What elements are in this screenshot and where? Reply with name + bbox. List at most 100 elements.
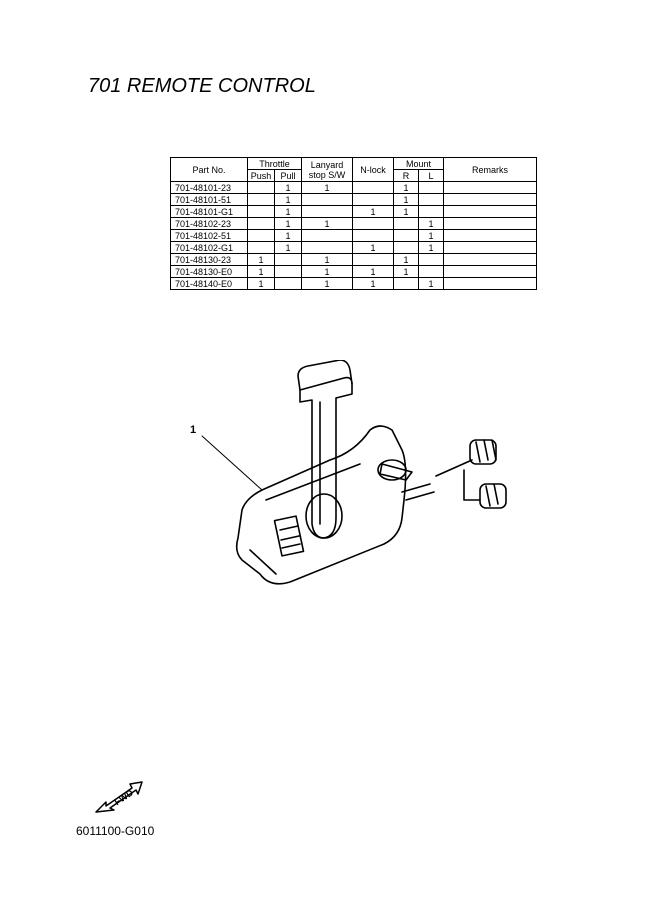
fwd-arrow-icon: FWD <box>95 781 143 813</box>
cell-push <box>247 181 275 194</box>
cell-pull <box>274 253 302 266</box>
cell-remarks <box>443 217 537 230</box>
cell-lanyard <box>301 241 353 254</box>
cell-r: 1 <box>393 181 419 194</box>
cell-remarks <box>443 193 537 206</box>
header-remarks: Remarks <box>443 157 537 182</box>
cell-r: 1 <box>393 253 419 266</box>
cell-lanyard: 1 <box>301 265 353 278</box>
cell-pull: 1 <box>274 205 302 218</box>
cell-lanyard: 1 <box>301 181 353 194</box>
cell-pull: 1 <box>274 241 302 254</box>
header-mount-r: R <box>393 169 419 182</box>
cell-pull: 1 <box>274 217 302 230</box>
header-mount: Mount <box>393 157 444 170</box>
cell-r <box>393 277 419 290</box>
cell-lanyard <box>301 193 353 206</box>
cell-push: 1 <box>247 265 275 278</box>
cell-lanyard <box>301 229 353 242</box>
cell-nlock <box>352 181 394 194</box>
header-part-no: Part No. <box>170 157 248 182</box>
cell-remarks <box>443 181 537 194</box>
cell-r <box>393 217 419 230</box>
cell-nlock <box>352 229 394 242</box>
cell-part: 701-48140-E0 <box>170 277 248 290</box>
figure-code: 6011100-G010 <box>76 824 155 838</box>
header-lanyard-line2: stop S/W <box>308 169 346 180</box>
cell-r: 1 <box>393 205 419 218</box>
cell-push <box>247 193 275 206</box>
cell-remarks <box>443 241 537 254</box>
cell-part: 701-48101-23 <box>170 181 248 194</box>
callout-number: 1 <box>190 424 197 436</box>
header-throttle: Throttle <box>247 157 302 170</box>
cell-lanyard: 1 <box>301 277 353 290</box>
cell-remarks <box>443 277 537 290</box>
cell-remarks <box>443 265 537 278</box>
page-title: 701 REMOTE CONTROL <box>88 75 316 97</box>
cell-pull: 1 <box>274 181 302 194</box>
cell-part: 701-48102-51 <box>170 229 248 242</box>
cell-push <box>247 205 275 218</box>
header-push: Push <box>247 169 275 182</box>
cell-push: 1 <box>247 253 275 266</box>
cell-nlock: 1 <box>352 265 394 278</box>
cell-pull <box>274 265 302 278</box>
cell-l <box>418 265 444 278</box>
table-row: 701-48102-G1 1 1 1 <box>170 241 537 254</box>
header-lanyard-line1: Lanyard <box>310 159 344 170</box>
cell-push <box>247 217 275 230</box>
cell-push: 1 <box>247 277 275 290</box>
table-subheader-row: Push Pull R L <box>171 169 537 182</box>
cell-nlock: 1 <box>352 277 394 290</box>
cell-nlock: 1 <box>352 205 394 218</box>
cell-lanyard <box>301 205 353 218</box>
header-mount-l: L <box>418 169 444 182</box>
parts-table: Part No. Throttle Lanyard stop S/W N-loc… <box>170 157 537 290</box>
cell-part: 701-48101-G1 <box>170 205 248 218</box>
cell-push <box>247 241 275 254</box>
cell-r <box>393 229 419 242</box>
cell-remarks <box>443 253 537 266</box>
cell-nlock <box>352 217 394 230</box>
cell-nlock <box>352 193 394 206</box>
cell-nlock <box>352 253 394 266</box>
cell-pull: 1 <box>274 193 302 206</box>
cell-l <box>418 193 444 206</box>
cell-lanyard: 1 <box>301 253 353 266</box>
cell-remarks <box>443 205 537 218</box>
cell-l <box>418 205 444 218</box>
cell-remarks <box>443 229 537 242</box>
cell-l <box>418 181 444 194</box>
remote-control-drawing <box>201 360 507 585</box>
header-nlock: N-lock <box>352 157 394 182</box>
cell-l: 1 <box>418 217 444 230</box>
cell-lanyard: 1 <box>301 217 353 230</box>
table-header-row: Part No. Throttle Lanyard stop S/W N-loc… <box>170 157 537 182</box>
cell-l <box>418 253 444 266</box>
cell-l: 1 <box>418 277 444 290</box>
cell-l: 1 <box>418 241 444 254</box>
header-pull: Pull <box>274 169 302 182</box>
cell-part: 701-48102-G1 <box>170 241 248 254</box>
cell-part: 701-48102-23 <box>170 217 248 230</box>
cell-l: 1 <box>418 229 444 242</box>
cell-r: 1 <box>393 265 419 278</box>
cell-part: 701-48101-51 <box>170 193 248 206</box>
header-lanyard: Lanyard stop S/W <box>301 157 353 182</box>
cell-pull: 1 <box>274 229 302 242</box>
cell-part: 701-48130-23 <box>170 253 248 266</box>
cell-push <box>247 229 275 242</box>
cell-pull <box>274 277 302 290</box>
table-row: 701-48102-51 1 1 <box>170 229 537 242</box>
cell-part: 701-48130-E0 <box>170 265 248 278</box>
cell-nlock: 1 <box>352 241 394 254</box>
cell-r <box>393 241 419 254</box>
